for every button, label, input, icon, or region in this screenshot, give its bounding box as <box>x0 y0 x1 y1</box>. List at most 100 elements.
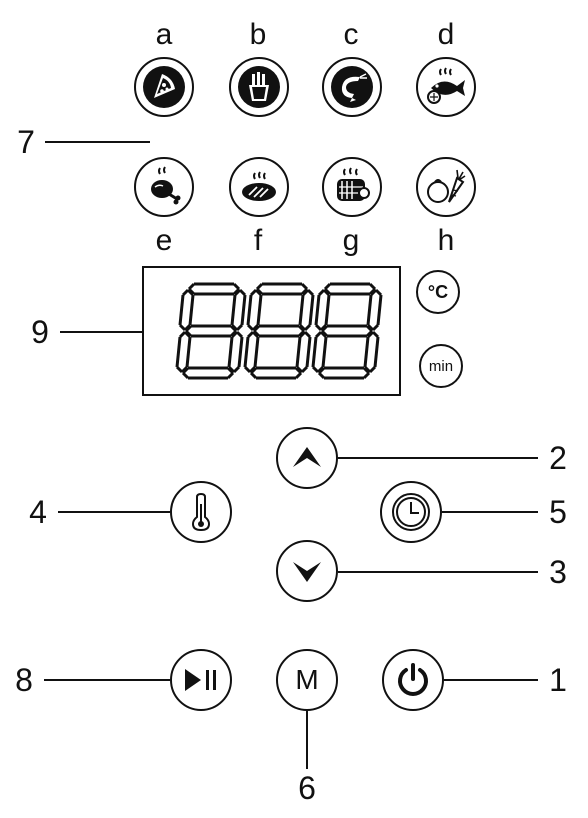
lcd-segment <box>300 365 309 374</box>
preset-button-shrimp[interactable] <box>322 57 382 117</box>
lcd-digit <box>175 282 247 380</box>
start-pause-button[interactable] <box>170 649 232 711</box>
menu-button[interactable]: M <box>276 649 338 711</box>
lcd-digit <box>243 282 315 380</box>
lcd-segment <box>238 288 247 297</box>
preset-button-pizza[interactable] <box>134 57 194 117</box>
celsius-indicator: °C <box>416 270 460 314</box>
lcd-segment <box>317 288 326 297</box>
preset-button-chicken[interactable] <box>134 157 194 217</box>
callout-6: 6 <box>298 770 316 806</box>
lcd-segment <box>314 330 323 339</box>
lcd-segment <box>246 323 255 332</box>
preset-button-ribs[interactable] <box>322 157 382 217</box>
lcd-segment <box>300 282 309 291</box>
preset-letter-e: e <box>155 224 173 257</box>
lcd-segment <box>249 366 258 375</box>
lcd-digit <box>311 282 383 380</box>
timer-button[interactable] <box>380 481 442 543</box>
steak-icon <box>242 171 276 201</box>
lcd-segment <box>308 294 315 326</box>
temperature-button[interactable] <box>170 481 232 543</box>
callout-6-line <box>306 711 308 769</box>
fries-icon <box>238 66 280 108</box>
power-button[interactable] <box>382 649 444 711</box>
preset-button-vegetables[interactable] <box>416 157 476 217</box>
callout-7: 7 <box>17 124 35 160</box>
preset-letter-f: f <box>253 224 263 257</box>
lcd-segment <box>321 336 328 368</box>
fish-icon <box>427 67 465 104</box>
lcd-segment <box>240 294 247 326</box>
preset-button-fries[interactable] <box>229 57 289 117</box>
clock-icon <box>392 493 430 531</box>
lcd-segment <box>303 330 312 339</box>
lcd-segment <box>374 288 383 297</box>
chevron-down-icon <box>293 562 321 582</box>
lcd-segment <box>322 288 331 297</box>
up-button[interactable] <box>276 427 338 489</box>
lcd-segment <box>294 371 303 380</box>
preset-letter-a: a <box>155 18 173 51</box>
down-button[interactable] <box>276 540 338 602</box>
preset-button-fish[interactable] <box>416 57 476 117</box>
lcd-segment <box>317 366 326 375</box>
lcd-segment <box>366 330 375 339</box>
lcd-segment <box>187 282 196 291</box>
callout-4-line <box>58 511 170 513</box>
preset-letter-d: d <box>437 18 455 51</box>
lcd-segment <box>303 323 312 332</box>
lcd-segment <box>184 324 193 333</box>
lcd-segment <box>363 336 370 368</box>
lcd-segment <box>323 282 332 291</box>
lcd-segment <box>227 336 234 368</box>
lcd-segment <box>314 323 323 332</box>
lcd-segment <box>373 336 380 368</box>
lcd-segment <box>256 294 263 326</box>
lcd-segment <box>235 330 244 339</box>
callout-2-line <box>338 457 538 459</box>
preset-letter-g: g <box>342 224 360 257</box>
pizza-icon <box>143 66 185 108</box>
lcd-segment <box>230 294 237 326</box>
lcd-segment <box>362 366 371 375</box>
lcd-segment <box>226 366 235 375</box>
lcd-segment <box>175 336 182 368</box>
power-icon <box>398 663 428 696</box>
lcd-segment <box>324 294 331 326</box>
callout-8: 8 <box>15 662 33 698</box>
callout-2: 2 <box>549 440 567 476</box>
minutes-indicator: min <box>419 344 463 388</box>
lcd-segment <box>188 294 195 326</box>
lcd-segment <box>298 330 307 339</box>
lcd-segment <box>314 294 321 326</box>
vegetables-icon <box>427 169 466 203</box>
lcd-segment <box>306 288 315 297</box>
callout-5: 5 <box>549 494 567 530</box>
lcd-segment <box>183 330 192 339</box>
lcd-segment <box>255 282 264 291</box>
play-pause-icon <box>185 669 216 691</box>
lcd-segment <box>237 336 244 368</box>
lcd-segment <box>246 294 253 326</box>
lcd-segment <box>233 288 242 297</box>
callout-3: 3 <box>549 554 567 590</box>
lcd-segment <box>368 365 377 374</box>
callout-3-line <box>338 571 538 573</box>
lcd-segment <box>311 365 320 374</box>
lcd-segment <box>319 330 328 339</box>
callout-5-line <box>442 511 538 513</box>
lcd-segment <box>226 371 235 380</box>
chicken-leg-icon <box>151 166 181 205</box>
lcd-segment <box>181 371 190 380</box>
lcd-segment <box>249 371 258 380</box>
preset-button-steak[interactable] <box>229 157 289 217</box>
callout-7-line <box>45 141 150 143</box>
lcd-segment <box>371 330 380 339</box>
lcd-segment <box>366 294 373 326</box>
lcd-segment <box>181 366 190 375</box>
lcd-segment <box>254 288 263 297</box>
lcd-segment <box>249 288 258 297</box>
lcd-segment <box>235 323 244 332</box>
seven-segment-digits <box>175 282 383 380</box>
